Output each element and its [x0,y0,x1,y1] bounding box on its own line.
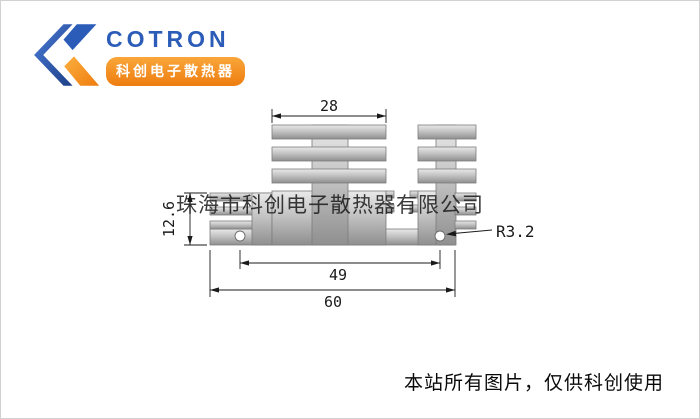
brand-name: COTRON [106,26,230,52]
channel-tooth [385,204,395,213]
arrowhead [272,113,281,119]
left-tower-fin [271,124,387,140]
right-edge-fin [454,206,477,216]
dimension-top-width: 28 [271,97,387,123]
channel-tooth [385,190,395,199]
logo-text: COTRON 科创电子散热器 [106,28,245,86]
dim-top-width-label: 28 [320,97,338,115]
dim-hole-spacing-label: 49 [329,266,347,284]
logo-icon [34,24,100,86]
arrowhead [431,260,440,266]
arrowhead [446,230,457,237]
arrowhead [210,287,219,293]
dimension-side-height: 12.6 [160,192,207,246]
dimension-hole-spacing: 49 [239,250,441,284]
right-tower-fin [417,168,477,184]
footer-note: 本站所有图片，仅供科创使用 [403,372,664,394]
logo-chevron-shape [34,24,73,86]
logo: COTRON 科创电子散热器 [32,20,245,90]
arrowhead [240,260,249,266]
dimension-overall-width: 60 [209,250,456,311]
screw-hole-right [434,230,446,242]
brand-tagline: 科创电子散热器 [106,57,245,86]
right-tower-spine [435,124,457,246]
fillet-radius-label: R3.2 [496,222,535,241]
right-edge-fin [454,220,477,230]
logo-upper-arm-shape [63,24,97,51]
left-tower-fin [271,168,387,184]
annotation-fillet-radius: R3.2 [446,222,535,241]
right-tower-fin [417,124,477,140]
right-tower-fin [417,146,477,162]
heatsink-profile [209,124,477,246]
screw-hole-left [234,230,246,242]
logo-lower-arm-shape [64,56,100,86]
arrowhead [377,113,386,119]
dim-overall-width-label: 60 [324,293,342,311]
dim-side-height-label: 12.6 [160,201,178,237]
watermark-text: 珠海市科创电子散热器有限公司 [176,193,484,217]
left-tower-spine [311,124,349,246]
arrowhead [446,287,455,293]
right-edge-fin [454,192,477,202]
arrowhead [187,193,193,202]
arrowhead [187,236,193,245]
left-tower-fin [271,146,387,162]
